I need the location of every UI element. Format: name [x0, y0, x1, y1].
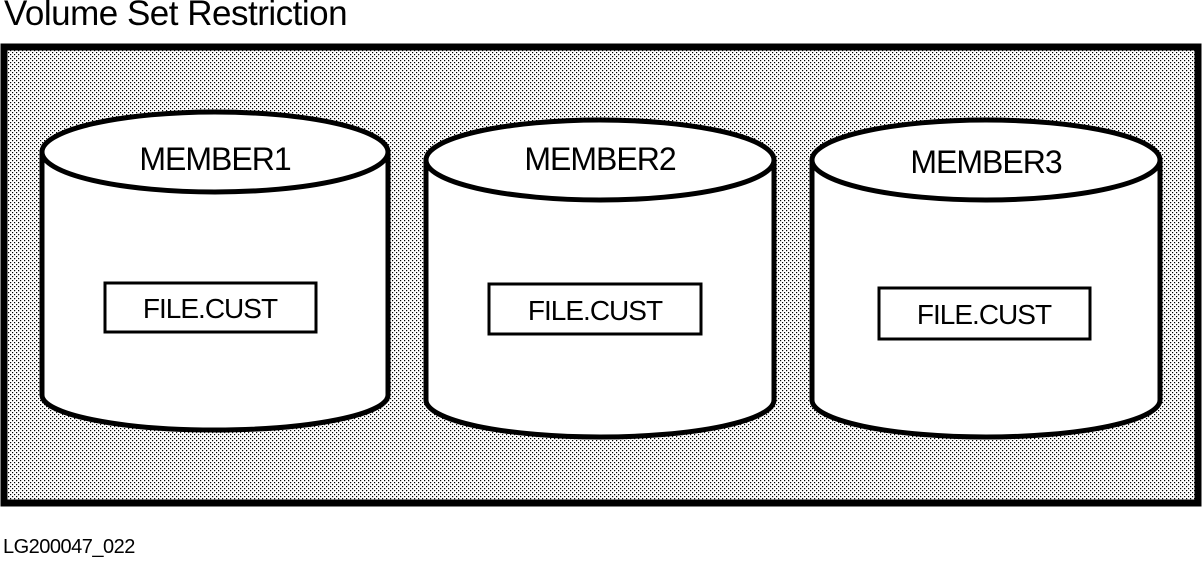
- cylinder-top: [423, 117, 777, 203]
- file-label: FILE.CUST: [528, 295, 663, 326]
- member-label: MEMBER3: [910, 144, 1061, 180]
- member-label: MEMBER2: [524, 141, 675, 177]
- member-volume-3: MEMBER3 FILE.CUST: [809, 117, 1163, 440]
- diagram-title: Volume Set Restriction: [4, 0, 348, 33]
- cylinder-top: [39, 109, 391, 195]
- file-label: FILE.CUST: [143, 293, 278, 324]
- member-label: MEMBER1: [139, 141, 290, 177]
- cylinder-top: [809, 117, 1163, 203]
- file-box: [877, 286, 1092, 341]
- file-box: [487, 282, 703, 336]
- member-volume-2: MEMBER2 FILE.CUST: [423, 117, 777, 440]
- figure-id: LG200047_022: [3, 536, 135, 558]
- file-label: FILE.CUST: [917, 299, 1052, 330]
- file-box: [103, 281, 318, 334]
- member-volume-1: MEMBER1 FILE.CUST: [39, 109, 391, 433]
